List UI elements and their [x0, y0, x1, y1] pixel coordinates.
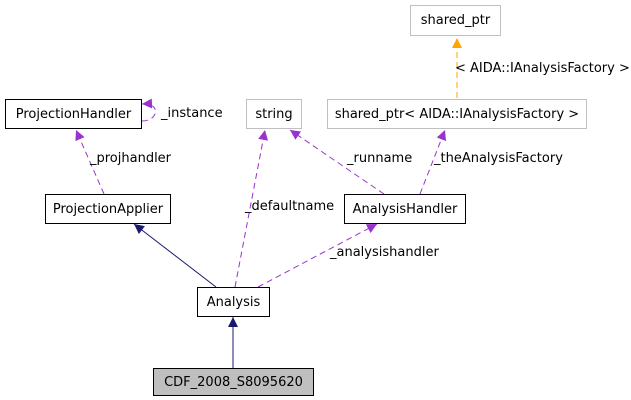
edge-label-analysishandler: _analysishandler [329, 245, 439, 260]
edge-label-the-analysis-factory: _theAnalysisFactory [433, 151, 563, 166]
edge-label-defaultname: _defaultname [244, 199, 334, 214]
edge-the-analysis-factory [419, 129, 447, 195]
node-cdf-2008-s8095620: CDF_2008_S8095620 [153, 368, 314, 396]
node-shared-ptr-aida[interactable]: shared_ptr< AIDA::IAnalysisFactory > [327, 99, 587, 129]
edge-instance-self-loop [141, 98, 156, 122]
edge-label-instance: _instance [160, 106, 223, 121]
node-analysis[interactable]: Analysis [197, 287, 270, 317]
edge-analysishandler [257, 223, 378, 288]
node-projection-applier[interactable]: ProjectionApplier [45, 194, 171, 224]
edge-projhandler [75, 129, 105, 195]
edge-label-projhandler: _projhandler [89, 151, 172, 166]
node-analysis-handler[interactable]: AnalysisHandler [344, 194, 466, 224]
edge-defaultname [234, 129, 269, 288]
edge-label-aida-template: < AIDA::IAnalysisFactory > [455, 61, 630, 76]
edge-label-runname: _runname [346, 151, 412, 166]
node-projection-handler[interactable]: ProjectionHandler [5, 99, 142, 129]
node-string[interactable]: string [246, 99, 302, 129]
node-shared-ptr[interactable]: shared_ptr [410, 5, 501, 36]
edge-inherit-projection-applier [133, 223, 217, 288]
edge-runname [289, 129, 385, 195]
